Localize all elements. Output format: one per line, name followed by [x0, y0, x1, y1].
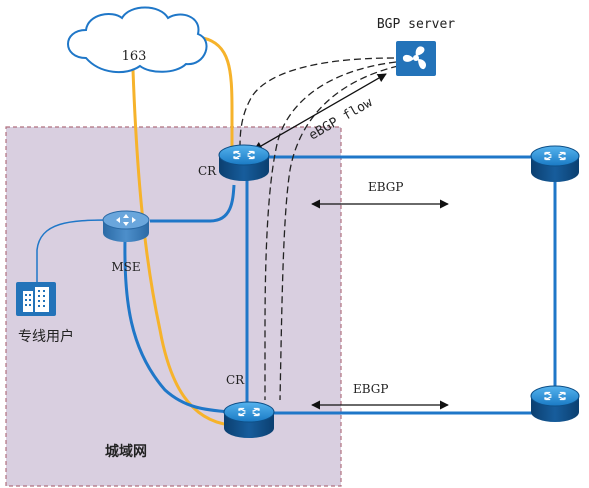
router-cr-bottom[interactable]	[223, 401, 275, 438]
metro-network-region	[5, 126, 342, 487]
dedicated-user-label: 专线用户	[18, 328, 74, 345]
ebgp-flow-arrow	[253, 73, 387, 151]
link-mse-user	[36, 219, 111, 282]
mse-label: MSE	[111, 260, 140, 274]
router-cr-top[interactable]	[218, 144, 270, 181]
router-peer-bottom[interactable]	[530, 385, 580, 422]
link-mse-cr-bottom	[123, 239, 231, 414]
ebgp-label-bottom: EBGP	[353, 382, 388, 396]
link-mse-cr-top	[150, 184, 236, 223]
router-peer-top[interactable]	[530, 145, 580, 182]
metro-network-label: 城域网	[105, 443, 147, 460]
router-mse[interactable]	[102, 210, 150, 242]
cr-bottom-label: CR	[226, 373, 245, 387]
cloud-label: 163	[122, 49, 147, 64]
bgp-server-icon[interactable]	[396, 41, 436, 76]
building-icon[interactable]	[16, 282, 56, 316]
cloud-icon	[67, 6, 208, 74]
cr-top-label: CR	[198, 164, 217, 178]
bgp-server-label: BGP server	[377, 17, 455, 32]
ebgp-label-top: EBGP	[368, 180, 403, 194]
router-icon	[116, 214, 136, 226]
link-cloud-cr-top	[202, 36, 234, 150]
